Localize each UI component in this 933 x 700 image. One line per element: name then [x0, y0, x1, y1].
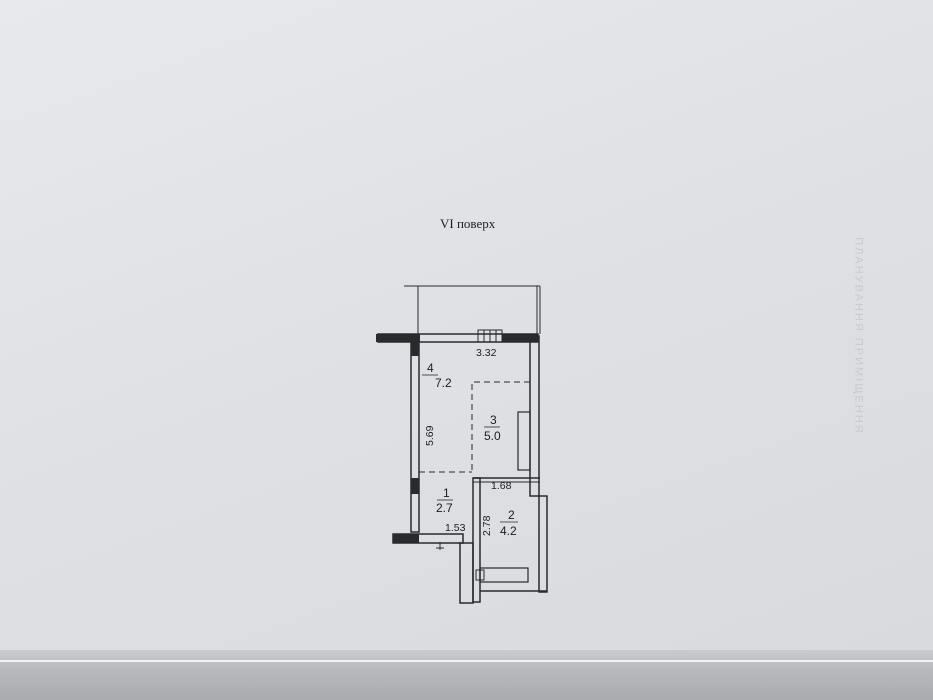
room-2-area: 4.2	[500, 524, 517, 538]
room-4-area: 7.2	[435, 376, 452, 390]
room-3-number: 3	[490, 413, 497, 427]
room-2-number: 2	[508, 508, 515, 522]
window	[477, 329, 503, 343]
room-4-number: 4	[427, 361, 434, 375]
zone-lines	[419, 381, 530, 473]
dim-hall-width: 1.53	[445, 522, 466, 534]
room-1-area: 2.7	[436, 501, 453, 515]
dim-left-height: 5.69	[424, 425, 436, 446]
balcony	[404, 285, 541, 334]
paper-edge	[0, 660, 933, 662]
dimension-ticks	[436, 488, 481, 550]
dim-top-width: 3.32	[476, 347, 497, 359]
dim-bathroom-width: 1.68	[491, 480, 512, 492]
room-3-area: 5.0	[484, 429, 501, 443]
walls	[376, 329, 548, 604]
room-1-number: 1	[443, 486, 450, 500]
floor-title: VI поверх	[440, 216, 496, 231]
dim-bathroom-height: 2.78	[481, 515, 493, 536]
table-surface	[0, 650, 933, 700]
paper-sheet	[0, 0, 933, 662]
